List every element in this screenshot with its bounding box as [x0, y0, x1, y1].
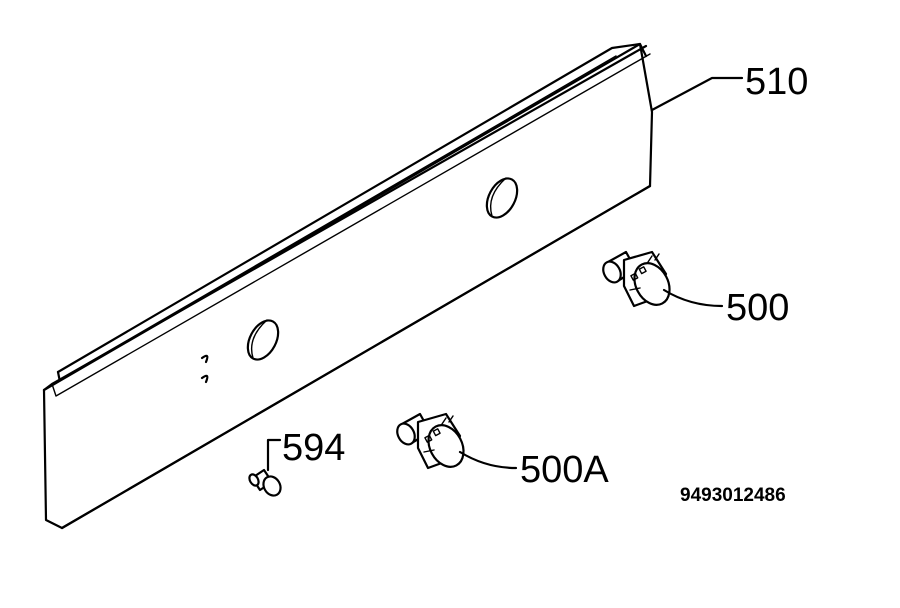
- control-panel: [42, 42, 654, 530]
- leader-line-500: [662, 288, 724, 308]
- leader-line-500a: [458, 450, 518, 470]
- document-number: 9493012486: [680, 485, 786, 506]
- knob-hole-right: [485, 177, 519, 219]
- indicator-mark-lower: [200, 374, 209, 384]
- callout-500a: 500A: [520, 449, 609, 491]
- knob-500: [602, 250, 671, 308]
- indicator-mark-upper: [200, 354, 209, 364]
- knob-500a: [396, 412, 465, 470]
- callout-500: 500: [726, 287, 789, 329]
- callout-594: 594: [282, 427, 345, 469]
- leader-line-594: [266, 438, 282, 472]
- screw-594: [248, 468, 282, 497]
- leader-line-510: [650, 76, 744, 112]
- callout-510: 510: [745, 61, 808, 103]
- knob-hole-left: [246, 319, 280, 361]
